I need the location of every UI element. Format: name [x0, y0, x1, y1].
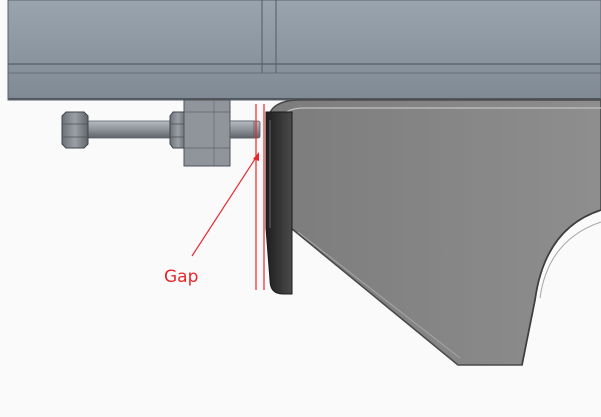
- gap-leader-line: [191, 155, 258, 257]
- top-beam: [7, 0, 601, 101]
- gap-label: Gap: [164, 267, 198, 287]
- support-bracket: [267, 99, 601, 366]
- bracket-flange: [265, 111, 293, 295]
- middle-nut: [169, 111, 187, 149]
- bolt-tip: [229, 120, 255, 139]
- gap-arrowhead: [253, 152, 259, 161]
- bolt-assembly: [61, 99, 261, 167]
- gap-annotation: Gap: [164, 104, 265, 290]
- left-nut: [61, 111, 89, 149]
- bolt-block: [183, 99, 231, 167]
